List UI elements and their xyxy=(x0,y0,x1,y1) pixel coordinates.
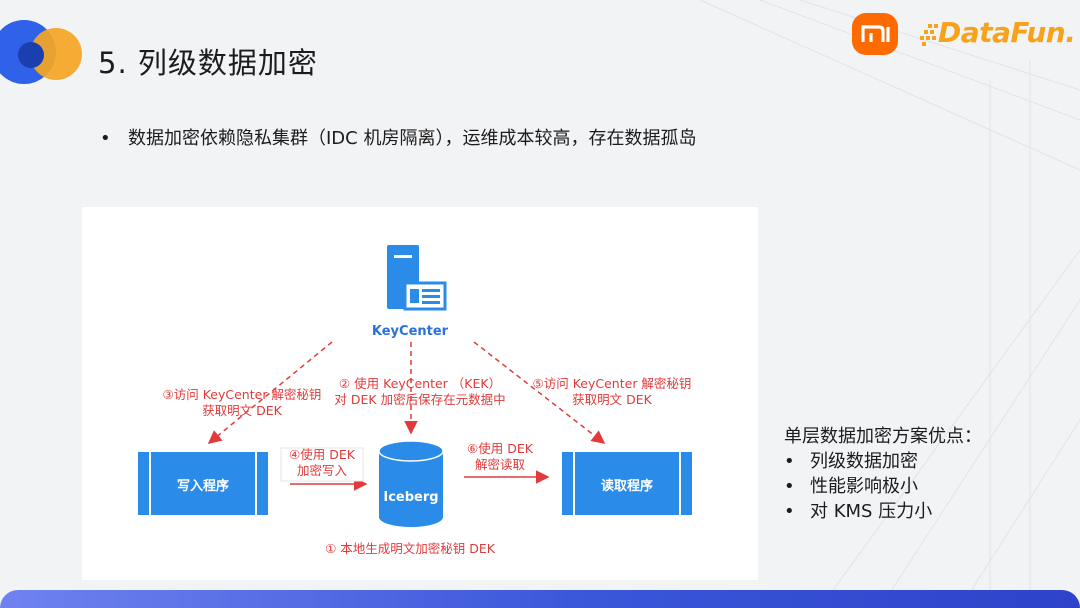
footer-bar xyxy=(0,590,1080,608)
datafun-wordmark: DataFun. xyxy=(938,16,1076,49)
step2-label: ② 使用 KeyCenter （KEK） 对 DEK 加密后保存在元数据中 xyxy=(334,376,506,407)
advantage-item: •对 KMS 压力小 xyxy=(784,501,933,522)
iceberg-cylinder xyxy=(378,440,444,527)
decor-circle-inner xyxy=(18,42,44,68)
step5-label: ⑤访问 KeyCenter 解密秘钥 获取明文 DEK xyxy=(532,376,692,407)
write-program-label: 写入程序 xyxy=(176,479,229,494)
read-program-label: 读取程序 xyxy=(600,479,653,494)
advantage-item: •性能影响极小 xyxy=(784,476,918,497)
bullet-dot-icon: • xyxy=(784,476,795,497)
keycenter-server-icon xyxy=(387,245,447,311)
intro-bullet-text: 数据加密依赖隐私集群（IDC 机房隔离），运维成本较高，存在数据孤岛 xyxy=(128,128,697,149)
write-program-box xyxy=(138,452,268,515)
step3-label: ③访问 KeyCenter 解密秘钥 获取明文 DEK xyxy=(162,387,322,418)
step6-label: ⑥使用 DEK 解密读取 xyxy=(467,441,533,472)
read-program-box xyxy=(562,452,692,515)
xiaomi-logo xyxy=(852,13,898,55)
bullet-dot-icon: • xyxy=(784,501,795,522)
step4-label-box xyxy=(280,447,364,482)
step4-label: ④使用 DEK 加密写入 xyxy=(289,447,355,478)
advantage-item: •列级数据加密 xyxy=(784,451,918,472)
advantages-panel: 单层数据加密方案优点： •列级数据加密 •性能影响极小 •对 KMS 压力小 xyxy=(784,424,982,524)
arrow-keycenter-to-read xyxy=(473,341,606,444)
bullet-dot-icon: • xyxy=(100,128,111,149)
intro-bullet: • 数据加密依赖隐私集群（IDC 机房隔离），运维成本较高，存在数据孤岛 xyxy=(100,124,696,150)
encryption-flow-diagram: KeyCenter ③访问 KeyCenter 解密秘钥 获取明文 DEK ② … xyxy=(82,207,758,580)
keycenter-label: KeyCenter xyxy=(371,324,449,339)
advantages-heading: 单层数据加密方案优点： xyxy=(784,426,982,447)
step1-label: ① 本地生成明文加密秘钥 DEK xyxy=(325,541,495,556)
datafun-logo: DataFun. xyxy=(920,14,1076,54)
iceberg-label: Iceberg xyxy=(383,490,439,505)
page-title: 5. 列级数据加密 xyxy=(98,46,318,80)
bullet-dot-icon: • xyxy=(784,451,795,472)
